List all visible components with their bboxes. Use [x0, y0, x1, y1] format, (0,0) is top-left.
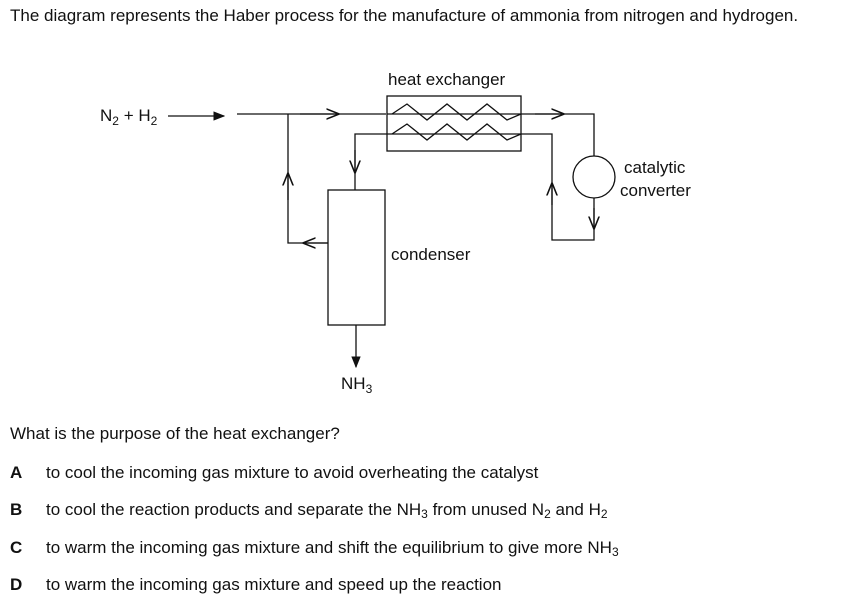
condenser-feed-pipe: [354, 133, 387, 190]
heat-exchanger-zigzag-lower: [391, 123, 522, 141]
option-letter: A: [10, 463, 23, 482]
option-letter: C: [10, 538, 23, 557]
converter-feed-pipe: [521, 113, 595, 156]
catalytic-converter: [572, 155, 616, 199]
condenser: [327, 189, 386, 326]
feed-label: N2 + H2: [100, 106, 158, 128]
converter-return-pipe: [521, 133, 595, 241]
catalytic-converter-label-line1: catalytic: [624, 158, 686, 177]
option-text: to cool the reaction products and separa…: [46, 500, 608, 521]
recycle-pipe: [287, 114, 328, 244]
heat-exchanger: [386, 95, 522, 152]
option-text: to warm the incoming gas mixture and shi…: [46, 538, 619, 559]
catalytic-converter-label-line2: converter: [620, 181, 691, 200]
option-letter: B: [10, 500, 23, 519]
option-text: to warm the incoming gas mixture and spe…: [46, 575, 502, 594]
option-text: to cool the incoming gas mixture to avoi…: [46, 463, 539, 482]
intro-text: The diagram represents the Haber process…: [10, 6, 799, 25]
question-text: What is the purpose of the heat exchange…: [10, 424, 340, 443]
option-letter: D: [10, 575, 23, 594]
product-label: NH3: [341, 374, 373, 396]
condenser-label: condenser: [391, 245, 471, 264]
heat-exchanger-label: heat exchanger: [388, 70, 506, 89]
heat-exchanger-zigzag-upper: [391, 103, 522, 121]
